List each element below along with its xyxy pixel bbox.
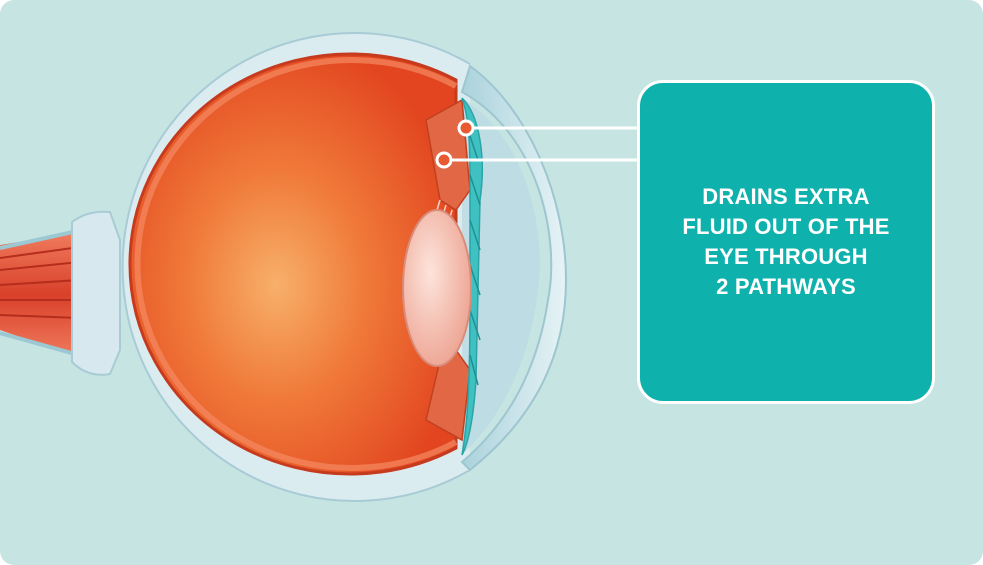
callout-box: DRAINS EXTRA FLUID OUT OF THE EYE THROUG… [637, 80, 935, 404]
callout-line-2: FLUID OUT OF THE [682, 212, 889, 242]
optic-nerve-sheath [72, 212, 120, 375]
callout-text: DRAINS EXTRA FLUID OUT OF THE EYE THROUG… [682, 182, 889, 302]
lens [403, 210, 471, 366]
pathway-1-marker [459, 121, 473, 135]
callout-line-3: EYE THROUGH [682, 242, 889, 272]
callout-line-1: DRAINS EXTRA [682, 182, 889, 212]
callout-line-4: 2 PATHWAYS [682, 272, 889, 302]
pathway-2-marker [437, 153, 451, 167]
